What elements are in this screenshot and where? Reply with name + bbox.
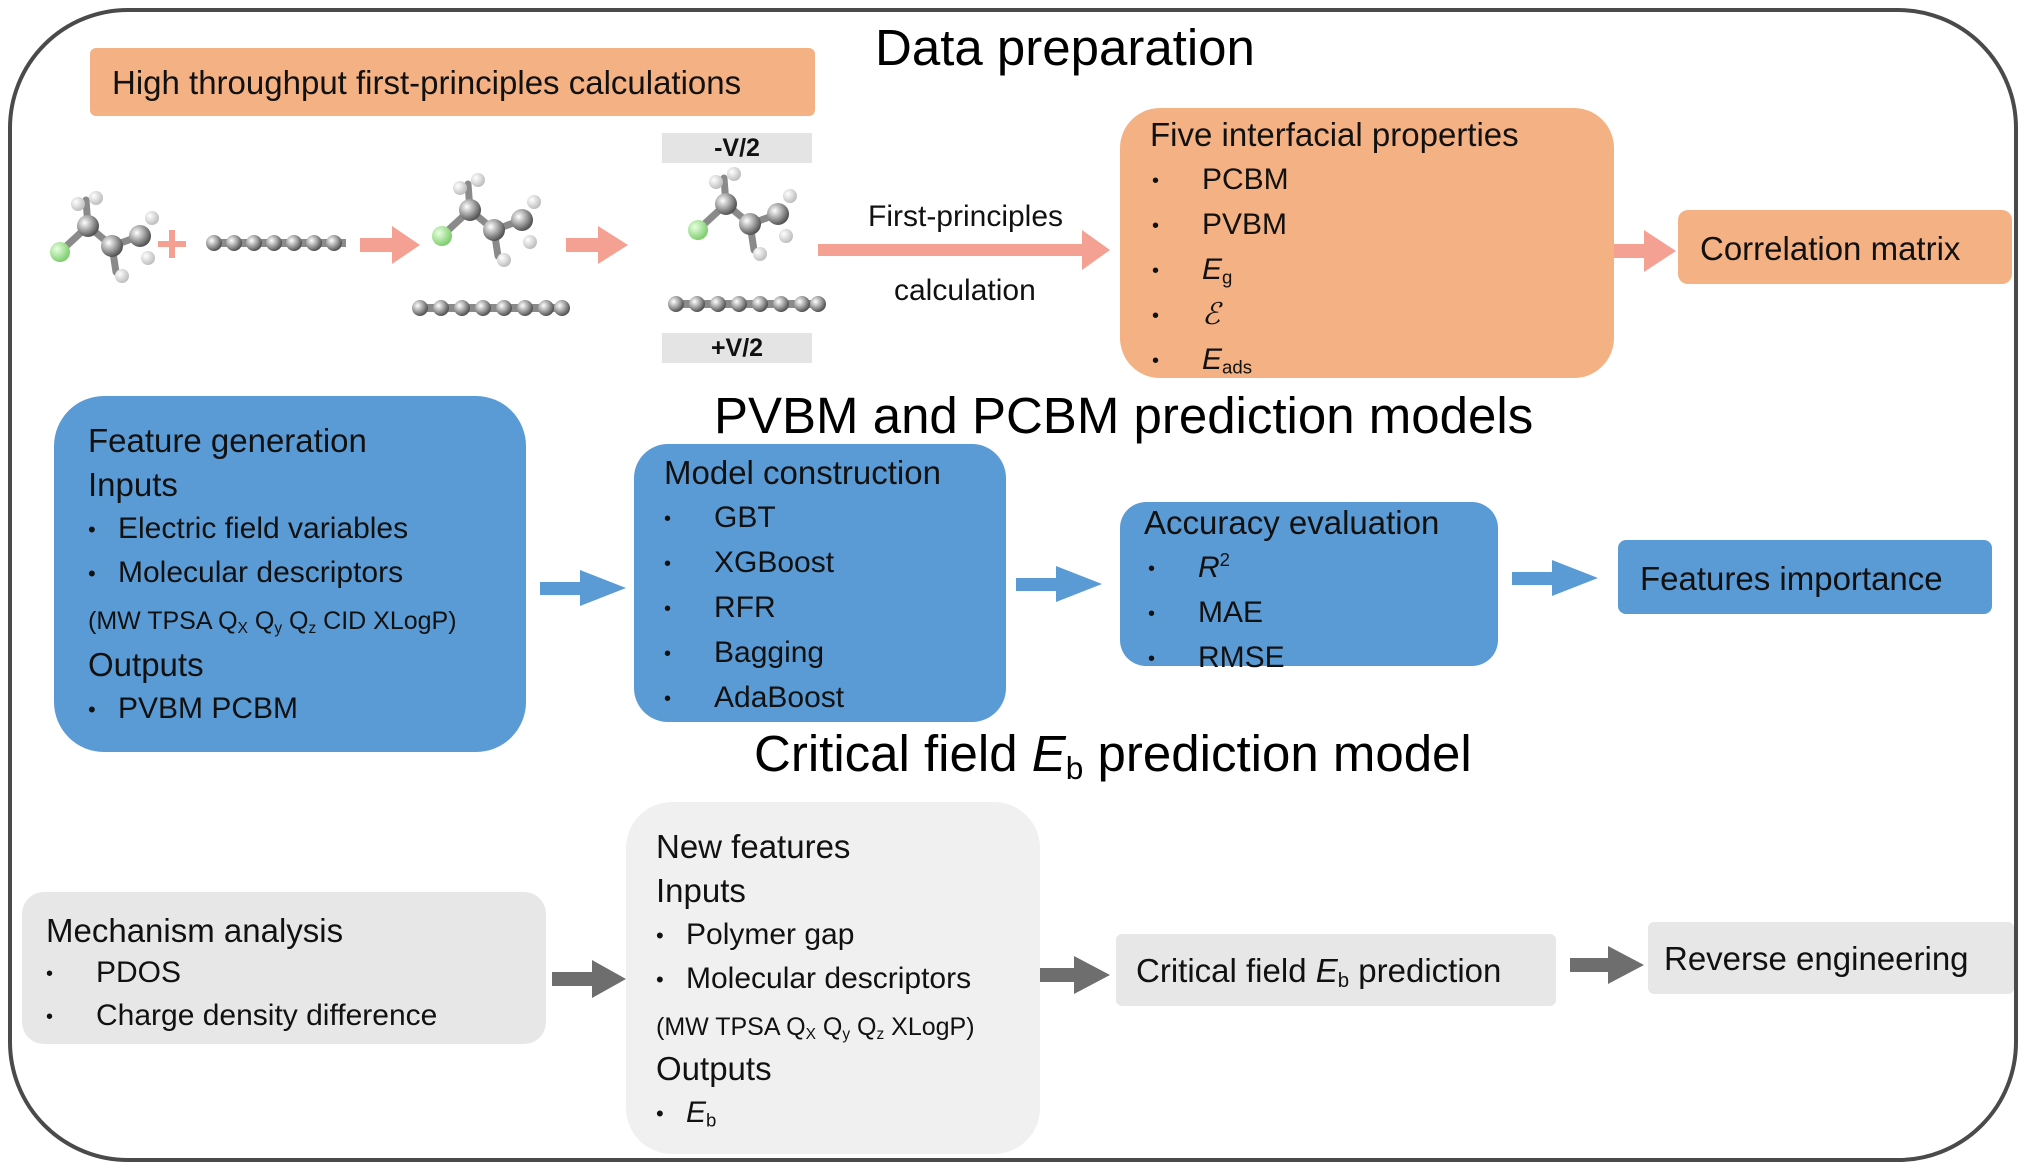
- molecule-atoms: [50, 191, 159, 283]
- section-title-data-preparation: Data preparation: [875, 19, 1255, 76]
- arrow-icon: [566, 226, 628, 264]
- molecule-icon: [58, 196, 144, 276]
- list-item: •Charge density difference: [46, 999, 438, 1033]
- arrow-icon: [818, 230, 1110, 270]
- new-features-title: New features: [656, 828, 851, 865]
- reverse-engineering-label: Reverse engineering: [1664, 940, 1969, 977]
- list-item: •PVBM PCBM: [88, 692, 299, 725]
- features-importance-box: Features importance: [1618, 540, 1992, 614]
- molecule-in-field-icon: [696, 174, 782, 254]
- feature-generation-box: Feature generation Inputs •Electric fiel…: [54, 396, 526, 752]
- list-item: •Bagging: [664, 636, 825, 670]
- interfacial-properties-box: Five interfacial properties •PCBM •PVBM …: [1120, 108, 1614, 378]
- arrow-icon: [1512, 560, 1598, 596]
- interfacial-properties-title: Five interfacial properties: [1150, 116, 1519, 153]
- outer-frame: [8, 8, 2018, 1162]
- arrow-icon: [1614, 230, 1676, 272]
- list-item: •PVBM: [1152, 208, 1288, 242]
- mechanism-analysis-title: Mechanism analysis: [46, 912, 344, 949]
- arrow-icon: [360, 226, 420, 264]
- correlation-matrix-box: Correlation matrix: [1678, 210, 2012, 284]
- plus-icon: [158, 230, 186, 258]
- electrode-bottom-label: +V/2: [662, 333, 812, 363]
- list-item: •Molecular descriptors: [88, 556, 404, 589]
- descriptor-note: (MW TPSA QX Qy Qz CID XLogP): [88, 607, 457, 637]
- htp-calculations-label: High throughput first-principles calcula…: [112, 64, 742, 101]
- outputs-label: Outputs: [656, 1050, 772, 1087]
- list-item: •ℰ: [1152, 298, 1221, 332]
- inputs-label: Inputs: [88, 466, 178, 503]
- features-importance-label: Features importance: [1640, 560, 1943, 597]
- interfacial-properties-list: •PCBM •PVBM •Eg •ℰ •Eads: [1152, 158, 1289, 383]
- model-construction-title: Model construction: [664, 454, 941, 491]
- arrow-label-first-principles: First-principles: [868, 200, 1064, 233]
- list-item: •Eads: [1152, 343, 1252, 378]
- arrow-icon: [1016, 566, 1102, 602]
- mechanism-list: •PDOS •Charge density difference: [46, 952, 437, 1038]
- polymer-chain-icon: [668, 296, 826, 312]
- accuracy-evaluation-box: Accuracy evaluation •R2 •MAE •RMSE: [1120, 502, 1498, 674]
- polymer-chain-icon: [206, 235, 346, 251]
- list-item: •Molecular descriptors: [656, 962, 972, 995]
- list-item: •XGBoost: [664, 546, 835, 580]
- list-item: •Eg: [1152, 253, 1233, 288]
- algorithm-list: •GBT •XGBoost •RFR •Bagging •AdaBoost: [664, 496, 844, 721]
- list-item: •GBT: [664, 501, 776, 534]
- list-item: •PDOS: [46, 956, 182, 989]
- descriptor-note: (MW TPSA QX Qy Qz XLogP): [656, 1013, 975, 1043]
- reverse-engineering-box: Reverse engineering: [1648, 922, 2014, 994]
- metric-list: •R2 •MAE •RMSE: [1148, 546, 1285, 681]
- arrow-icon: [1036, 956, 1110, 994]
- list-item: •RMSE: [1148, 641, 1285, 675]
- mechanism-analysis-box: Mechanism analysis •PDOS •Charge density…: [22, 892, 546, 1044]
- correlation-matrix-label: Correlation matrix: [1700, 230, 1961, 267]
- htp-calculations-box: High throughput first-principles calcula…: [90, 48, 815, 116]
- list-item: •Eb: [656, 1096, 717, 1131]
- adsorbed-molecule-icon: [440, 180, 526, 260]
- list-item: •R2: [1148, 548, 1231, 584]
- arrow-icon: [1570, 946, 1644, 984]
- electrode-top-label: -V/2: [662, 133, 812, 163]
- list-item: •PCBM: [1152, 163, 1289, 196]
- section-title-prediction-models: PVBM and PCBM prediction models: [714, 387, 1534, 444]
- arrow-icon: [552, 960, 626, 998]
- polymer-chain-icon: [412, 300, 570, 316]
- feature-generation-title: Feature generation: [88, 422, 367, 459]
- critical-field-prediction-box: Critical field Eb prediction: [1116, 934, 1556, 1006]
- arrow-label-calculation: calculation: [894, 274, 1036, 307]
- critical-field-prediction-label: Critical field Eb prediction: [1136, 952, 1502, 993]
- new-features-box: New features Inputs •Polymer gap •Molecu…: [626, 802, 1040, 1154]
- list-item: •AdaBoost: [664, 681, 845, 715]
- arrow-icon: [540, 570, 626, 606]
- outputs-label: Outputs: [88, 646, 204, 683]
- section-title-critical-field: Critical field Eb prediction model: [754, 725, 1472, 786]
- list-item: •Polymer gap: [656, 918, 855, 951]
- list-item: •MAE: [1148, 596, 1264, 630]
- list-item: •Electric field variables: [88, 512, 409, 545]
- inputs-label: Inputs: [656, 872, 746, 909]
- accuracy-evaluation-title: Accuracy evaluation: [1144, 504, 1440, 541]
- list-item: •RFR: [664, 591, 776, 625]
- model-construction-box: Model construction •GBT •XGBoost •RFR •B…: [634, 444, 1006, 722]
